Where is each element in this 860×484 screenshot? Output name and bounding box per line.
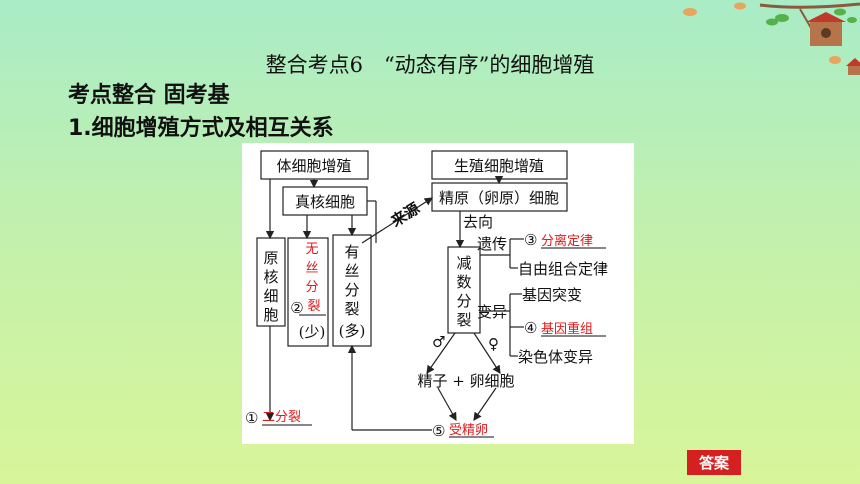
female-symbol: ♀ xyxy=(488,335,499,353)
amitosis-number: ② xyxy=(290,299,303,317)
chromosome-variation-label: 染色体变异 xyxy=(518,348,593,366)
answer3-text: 分离定律 xyxy=(541,233,593,249)
source-label: 来源 xyxy=(387,199,423,231)
meiosis-c3: 分 xyxy=(456,292,471,310)
small-house-icon xyxy=(846,58,860,75)
eukaryote-label: 真核细胞 xyxy=(295,193,355,211)
birdhouse-icon xyxy=(806,12,846,46)
prokaryote-c1: 原 xyxy=(263,249,278,267)
meiosis-box xyxy=(447,246,481,334)
variation-label: 变异 xyxy=(477,303,507,321)
many-label: (多) xyxy=(339,322,366,340)
bird-icon xyxy=(683,2,841,64)
answer1-text: 二分裂 xyxy=(262,410,301,425)
amitosis-c4: 裂 xyxy=(307,299,320,314)
mitosis-c4: 裂 xyxy=(344,300,359,318)
mitosis-c3: 分 xyxy=(344,281,359,299)
prokaryote-c2: 核 xyxy=(263,268,278,286)
prokaryote-c3: 细 xyxy=(263,287,278,305)
germ-label: 生殖细胞增殖 xyxy=(454,157,544,175)
free-combination-label: 自由组合定律 xyxy=(518,260,608,278)
amitosis-c1: 无 xyxy=(305,242,318,257)
meiosis-c2: 数 xyxy=(456,273,471,291)
page-title: 整合考点6 “动态有序”的细胞增殖 xyxy=(265,53,595,77)
cell-proliferation-diagram: 体细胞增殖 真核细胞 原 核 细 胞 ② (少) 有 丝 分 裂 (多) 来源 … xyxy=(242,143,634,444)
heredity-label: 遗传 xyxy=(477,235,507,253)
section-heading: 考点整合 固考基 xyxy=(68,83,230,108)
somatic-box xyxy=(260,150,369,180)
answer5-number: ⑤ xyxy=(432,422,445,440)
somatic-label: 体细胞增殖 xyxy=(276,157,351,175)
meiosis-c1: 减 xyxy=(456,254,471,272)
answer-button[interactable]: 答案 xyxy=(687,450,741,475)
primordial-label: 精原（卵原）细胞 xyxy=(439,189,559,207)
branch-icon xyxy=(759,2,860,41)
amitosis-c2: 丝 xyxy=(305,261,318,276)
answer3-number: ③ xyxy=(524,231,537,249)
diagram-canvas: 体细胞增殖 真核细胞 原 核 细 胞 ② (少) 有 丝 分 裂 (多) 来源 … xyxy=(245,150,608,440)
answer4-text: 基因重组 xyxy=(541,321,593,337)
answer5-text: 受精卵 xyxy=(449,423,488,438)
answer4-number: ④ xyxy=(524,319,537,337)
gene-mutation-label: 基因突变 xyxy=(522,286,582,304)
mitosis-c1: 有 xyxy=(344,243,359,261)
amitosis-c3: 分 xyxy=(305,280,318,295)
mitosis-c2: 丝 xyxy=(344,262,359,280)
destination-label: 去向 xyxy=(463,213,493,231)
gametes-label: 精子 + 卵细胞 xyxy=(417,372,514,390)
male-symbol: ♂ xyxy=(432,333,445,351)
prokaryote-c4: 胞 xyxy=(263,306,278,324)
mitosis-box xyxy=(332,234,372,347)
meiosis-c4: 裂 xyxy=(456,311,471,329)
subsection-heading: 1.细胞增殖方式及相互关系 xyxy=(68,116,334,141)
answer1-number: ① xyxy=(245,409,258,427)
primordial-box xyxy=(431,182,568,212)
few-label: (少) xyxy=(299,323,326,341)
